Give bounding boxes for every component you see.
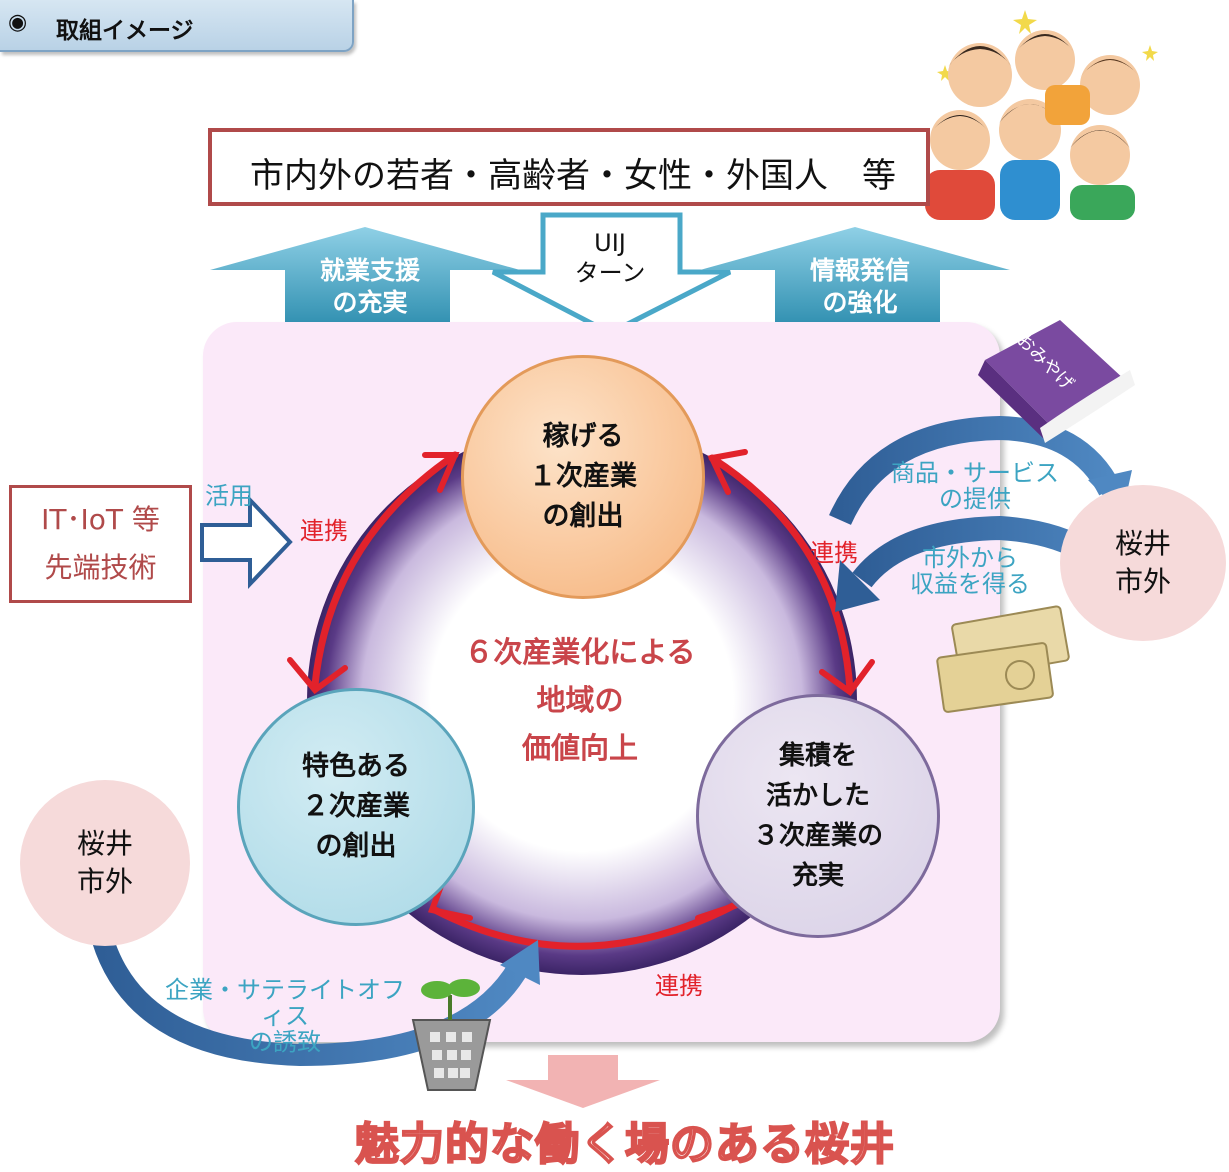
it-line1: IT･IoT 等 [41, 503, 160, 536]
flow-provide-label: 商品・サービス の提供 [890, 460, 1060, 512]
employment-support-arrow [210, 227, 520, 327]
outside-right-line1: 桜井 [1114, 527, 1171, 560]
flow-revenue-line2: 収益を得る [910, 570, 1030, 598]
employment-support-line1: 就業支援 [319, 256, 420, 285]
employment-support-line2: の充実 [332, 288, 408, 317]
flow-arrow-provide [829, 415, 1121, 526]
money-icon [936, 605, 1070, 713]
uij-line1: UIJ [594, 229, 626, 257]
sprout-icon [421, 979, 480, 1020]
outside-city-left: 桜井 市外 [20, 780, 190, 946]
flow-attract-label: 企業・サテライトオフィス の誘致 [155, 977, 415, 1055]
secondary-industry-circle: 特色ある ２次産業 の創出 [237, 688, 475, 926]
secondary-line1: 特色ある [302, 751, 410, 782]
tertiary-line4: 充実 [791, 861, 844, 891]
uij-line2: ターン [574, 259, 646, 287]
link-arc-right [708, 454, 854, 694]
flow-provide-line2: の提供 [939, 485, 1011, 513]
arrowhead-icons [287, 449, 875, 921]
primary-line1: 稼げる [542, 421, 624, 452]
primary-industry-circle: 稼げる １次産業 の創出 [461, 355, 705, 599]
tertiary-line2: 活かした [765, 781, 870, 811]
link-arrows [311, 451, 854, 950]
link-arc-left [311, 451, 459, 689]
primary-line2: １次産業 [529, 461, 637, 492]
center-triangle [470, 600, 680, 770]
building-icon [411, 1019, 492, 1091]
secondary-line3: の創出 [315, 831, 397, 862]
outside-right-line2: 市外 [1114, 565, 1171, 598]
outside-left-line2: 市外 [76, 865, 133, 898]
flow-provide-line1: 商品・サービス [891, 459, 1059, 487]
flow-arrowhead-revenue [835, 560, 880, 612]
flow-attract-line2: の誘致 [249, 1028, 321, 1056]
center-line1: ６次産業化による [464, 635, 696, 669]
employment-support-label: 就業支援 の充実 [295, 255, 445, 319]
sparkle-icon [937, 10, 1158, 81]
bullet-icon: ◉ [8, 10, 28, 35]
section-header [0, 0, 354, 52]
outside-left-line1: 桜井 [76, 827, 133, 860]
crowd-illustration [925, 10, 1158, 220]
souvenir-icon [978, 320, 1135, 443]
result-arrow [506, 1055, 660, 1108]
utilize-label: 活用 [205, 482, 253, 510]
tertiary-industry-circle: 集積を 活かした ３次産業の 充実 [696, 694, 940, 938]
information-arrow [700, 227, 1010, 327]
link-label-left: 連携 [300, 517, 348, 545]
link-label-bottom: 連携 [655, 972, 703, 1000]
utilize-arrow [200, 495, 293, 589]
flow-revenue-label: 市外から 収益を得る [895, 545, 1045, 597]
uij-turn-arrow [491, 212, 732, 336]
uij-turn-label: UIJ ターン [555, 228, 665, 288]
tertiary-line1: 集積を [778, 741, 857, 771]
target-groups-text: 市内外の若者・高齢者・女性・外国人 等 [250, 156, 896, 196]
person-icons [925, 30, 1140, 220]
section-title: 取組イメージ [56, 18, 194, 44]
tertiary-line3: ３次産業の [752, 821, 883, 851]
primary-line3: の創出 [542, 501, 624, 532]
information-line2: の強化 [822, 288, 898, 317]
center-value-text: ６次産業化による 地域の 価値向上 [430, 628, 730, 772]
target-groups-box [208, 128, 930, 206]
link-arc-bottom [431, 901, 739, 950]
flow-arrowhead-attract [500, 940, 540, 985]
it-iot-box: IT･IoT 等 先端技術 [9, 485, 192, 603]
information-label: 情報発信 の強化 [785, 255, 935, 319]
flow-arrow-attract [89, 927, 530, 1067]
flow-revenue-line1: 市外から [922, 544, 1018, 572]
center-line2: 地域の [536, 683, 624, 717]
center-line3: 価値向上 [521, 731, 638, 765]
support-arrows [210, 212, 1010, 336]
link-label-right: 連携 [810, 539, 858, 567]
it-line2: 先端技術 [44, 551, 157, 584]
secondary-line2: ２次産業 [302, 791, 410, 822]
outside-city-right: 桜井 市外 [1060, 485, 1226, 641]
flow-attract-line1: 企業・サテライトオフィス [165, 976, 405, 1030]
information-line1: 情報発信 [809, 256, 910, 285]
result-title: 魅力的な働く場のある桜井 [354, 1118, 895, 1171]
